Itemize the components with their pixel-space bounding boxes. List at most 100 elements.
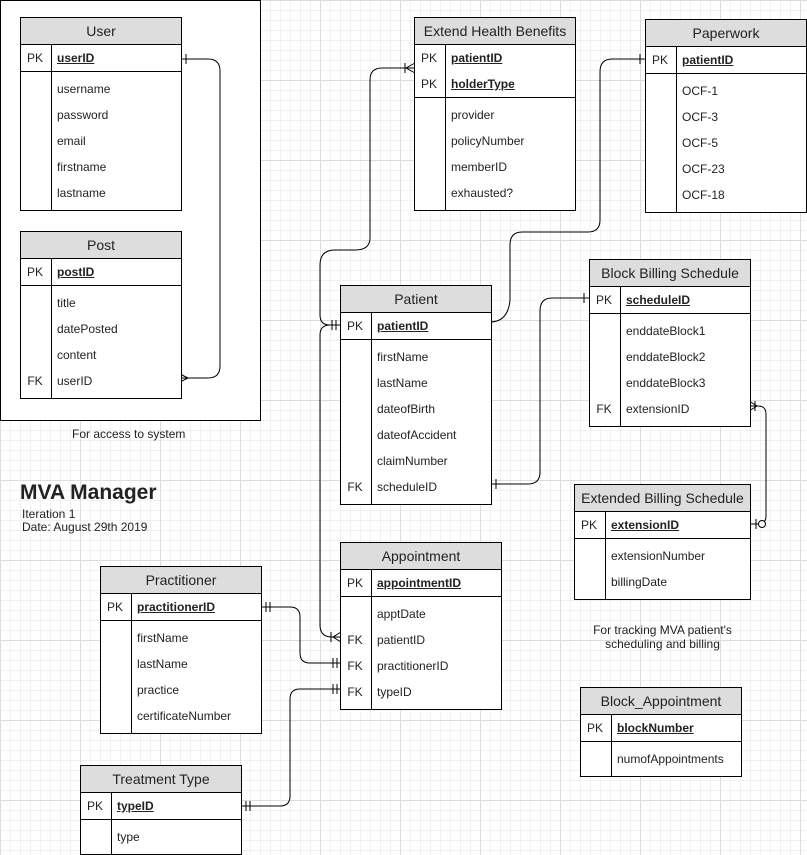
table-row: PK patientID [341,313,491,339]
field-name: userID [57,374,93,388]
rel-patient-appointment [319,324,341,638]
table-row: lastName [341,370,491,396]
table-row: dateofBirth [341,396,491,422]
key-label: FK [347,480,363,494]
rel-user-post [180,58,221,379]
table-title: Extended Billing Schedule [575,485,750,512]
key-label: PK [595,293,612,307]
field-name: lastName [377,376,428,390]
table-row: claimNumber [341,448,491,474]
table-title: Block Billing Schedule [590,260,750,287]
access-caption: For access to system [72,427,186,441]
table-row: lastname [21,180,181,206]
field-name: practitionerID [137,600,216,614]
table-row: PK userID [21,45,181,71]
table-row: password [21,102,181,128]
field-name: numofAppointments [617,752,724,766]
field-name: OCF-1 [682,84,718,98]
table-row: exhausted? [415,180,575,206]
table-row: username [21,76,181,102]
field-name: datePosted [57,322,118,336]
field-name: firstName [377,350,429,364]
table-title: Extend Health Benefits [415,18,575,45]
field-name: typeID [377,685,412,699]
field-name: provider [451,108,495,122]
table-row: PK appointmentID [341,570,501,596]
field-name: patientID [377,633,426,647]
field-name: appointmentID [377,576,461,590]
table-row: firstname [21,154,181,180]
key-label: PK [651,53,668,67]
field-name: OCF-18 [682,188,725,202]
field-name: certificateNumber [137,709,232,723]
table-row: practice [101,677,261,703]
table-row: OCF-23 [646,156,806,182]
table-row: numofAppointments [581,746,741,772]
key-label: PK [346,576,363,590]
table-row: OCF-3 [646,104,806,130]
field-name: userID [57,51,95,65]
field-name: password [57,108,109,122]
field-name: enddateBlock1 [626,324,706,338]
table-title: Practitioner [101,567,261,594]
field-name: postID [57,265,95,279]
field-name: scheduleID [626,293,691,307]
key-label: FK [347,633,363,647]
table-title: Post [21,232,181,259]
field-name: extensionNumber [611,549,706,563]
table-row: enddateBlock2 [590,344,750,370]
field-name: practice [137,683,180,697]
table-row: FK practitionerID [341,653,501,679]
field-name: patientID [451,51,503,65]
key-label: PK [26,51,43,65]
table-row: billingDate [575,569,750,595]
field-name: patientID [377,319,429,333]
table-row: email [21,128,181,154]
table-row: certificateNumber [101,703,261,729]
table-row: type [81,824,241,850]
key-label: PK [580,518,597,532]
table-row: lastName [101,651,261,677]
field-name: lastname [57,186,106,200]
rel-bbs-ebs [749,405,767,525]
table-row: provider [415,102,575,128]
key-label: PK [346,319,363,333]
rel-treatment-appointment [240,688,341,807]
field-name: enddateBlock2 [626,350,706,364]
field-name: firstname [57,160,107,174]
key-label: PK [420,51,437,65]
key-label: FK [347,659,363,673]
diagram-title: MVA Manager [20,481,157,504]
table-row: FK userID [21,368,181,394]
table-title: Patient [341,286,491,313]
field-name: billingDate [611,575,668,589]
table-row: FK patientID [341,627,501,653]
table-title: Appointment [341,543,501,570]
field-name: patientID [682,53,734,67]
field-name: practitionerID [377,659,449,673]
table-row: enddateBlock3 [590,370,750,396]
field-name: OCF-5 [682,136,718,150]
field-name: policyNumber [451,134,525,148]
field-name: username [57,82,111,96]
key-label: FK [27,374,43,388]
field-name: extensionID [626,402,690,416]
field-name: content [57,348,97,362]
key-label: FK [347,685,363,699]
field-name: dateofBirth [377,402,436,416]
date-label: Date: August 29th 2019 [22,520,148,534]
field-name: title [57,296,76,310]
table-row: extensionNumber [575,543,750,569]
field-name: scheduleID [377,480,438,494]
field-name: email [57,134,86,148]
table-title: Block_Appointment [581,688,741,715]
key-label: PK [420,77,437,91]
table-title: Paperwork [646,20,806,47]
key-label: PK [586,721,603,735]
